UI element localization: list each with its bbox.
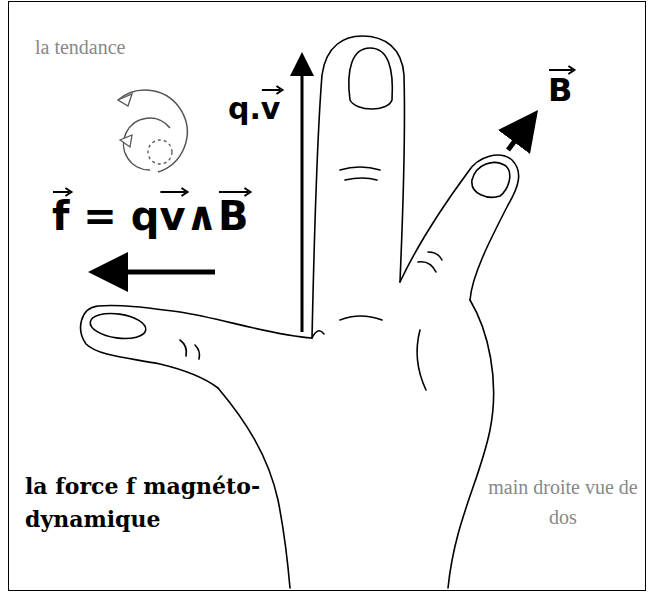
hand-drawing-stroke	[81, 305, 312, 388]
hand-drawing-stroke	[148, 140, 172, 164]
note-text: la tendance	[35, 32, 126, 62]
hand-drawing-stroke	[118, 90, 187, 172]
vector-label: q.v	[228, 86, 280, 131]
hand-drawing-stroke	[400, 155, 519, 300]
vector-arrow-line	[160, 191, 185, 193]
hand-drawing-stroke	[98, 270, 215, 275]
vector-label: B	[548, 66, 572, 114]
vector-arrow-line	[53, 191, 69, 193]
caption-text: la force f magnéto-dynamique	[25, 470, 275, 536]
hand-drawing-stroke	[89, 310, 148, 342]
hand-drawing-stroke	[301, 58, 304, 332]
hand-drawing-stroke	[349, 48, 393, 109]
hand-drawing-stroke	[312, 36, 405, 338]
hand-drawing-stroke	[508, 118, 532, 150]
vector-arrow-line	[219, 191, 249, 193]
hand-drawing-stroke	[472, 162, 510, 197]
hand-drawing-stroke	[418, 252, 442, 272]
vector-arrow-line	[549, 69, 572, 71]
hand-drawing-stroke	[340, 167, 382, 320]
hand-drawing-stroke	[9, 2, 646, 591]
hand-drawing-stroke	[118, 94, 132, 106]
formula: f = qv∧B	[52, 186, 248, 246]
note-text: main droite vue de dos	[488, 472, 638, 532]
hand-drawing-stroke	[312, 330, 426, 390]
hand-drawing-stroke	[180, 340, 200, 359]
hand-drawing-stroke	[120, 135, 132, 147]
vector-arrow-line	[262, 89, 281, 91]
hand-drawing-stroke	[81, 36, 519, 588]
hand-drawing-stroke	[448, 300, 494, 588]
